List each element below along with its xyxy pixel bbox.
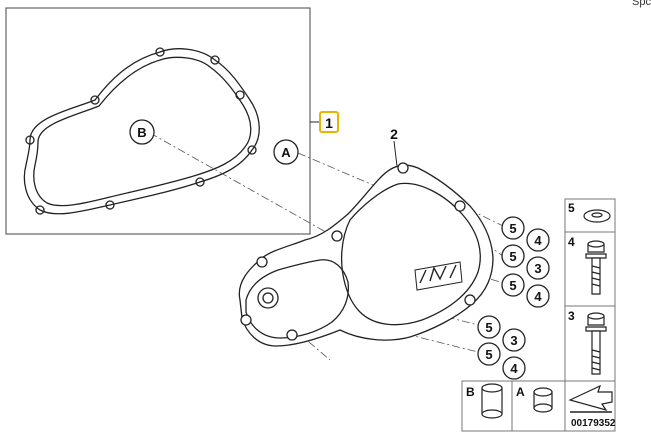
corner-text: Spc bbox=[632, 0, 651, 8]
bubble-4-left: 5 bbox=[485, 320, 492, 335]
bolt-long-icon bbox=[585, 312, 607, 375]
bubble-2-left: 5 bbox=[509, 249, 516, 264]
bubble-pair-1[interactable]: 5 4 bbox=[501, 216, 550, 252]
ref-b-circle[interactable] bbox=[129, 119, 155, 145]
legend-item-5-label: 5 bbox=[568, 201, 575, 215]
gasket-frame bbox=[5, 7, 311, 235]
bubble-5-right: 4 bbox=[510, 361, 518, 376]
legend-b-label: B bbox=[466, 385, 475, 399]
washer-icon bbox=[583, 209, 611, 223]
bubble-pair-2[interactable]: 5 3 bbox=[501, 244, 550, 280]
legend-item-4-label: 4 bbox=[568, 235, 575, 249]
ref-a-circle[interactable] bbox=[273, 139, 299, 165]
bubble-1-right: 4 bbox=[534, 233, 542, 248]
dowel-sleeve-short-icon bbox=[533, 387, 553, 413]
bubble-3-right: 4 bbox=[534, 289, 542, 304]
diagram-number: 00179352 bbox=[571, 418, 616, 429]
legend-item-3-label: 3 bbox=[568, 309, 575, 323]
bolt-short-icon bbox=[585, 240, 607, 295]
callout-part-2[interactable]: 2 bbox=[390, 126, 398, 142]
engine-cover-icon bbox=[238, 162, 494, 347]
dowel-sleeve-long-icon bbox=[481, 383, 503, 419]
legend-panel bbox=[461, 198, 616, 432]
legend-a-label: A bbox=[516, 385, 525, 399]
leader-part-2 bbox=[393, 140, 398, 167]
arrow-symbol-icon bbox=[567, 384, 613, 415]
bubble-5-left: 5 bbox=[485, 347, 492, 362]
ref-b-label: B bbox=[137, 125, 146, 140]
callout-part-1[interactable]: 1 bbox=[325, 115, 333, 131]
bubble-2-right: 3 bbox=[534, 261, 541, 276]
bubble-3-left: 5 bbox=[509, 278, 516, 293]
callout-part-1-box[interactable] bbox=[319, 111, 339, 133]
gasket-icon bbox=[23, 47, 260, 215]
bubble-pair-5[interactable]: 5 4 bbox=[477, 342, 526, 380]
bubble-pair-3[interactable]: 5 4 bbox=[501, 273, 550, 308]
ref-a-label: A bbox=[281, 145, 291, 160]
bubble-4-right: 3 bbox=[510, 333, 517, 348]
bubble-pair-4[interactable]: 5 3 bbox=[477, 315, 526, 352]
bubble-1-left: 5 bbox=[509, 221, 516, 236]
brand-emblem-icon bbox=[414, 261, 463, 291]
